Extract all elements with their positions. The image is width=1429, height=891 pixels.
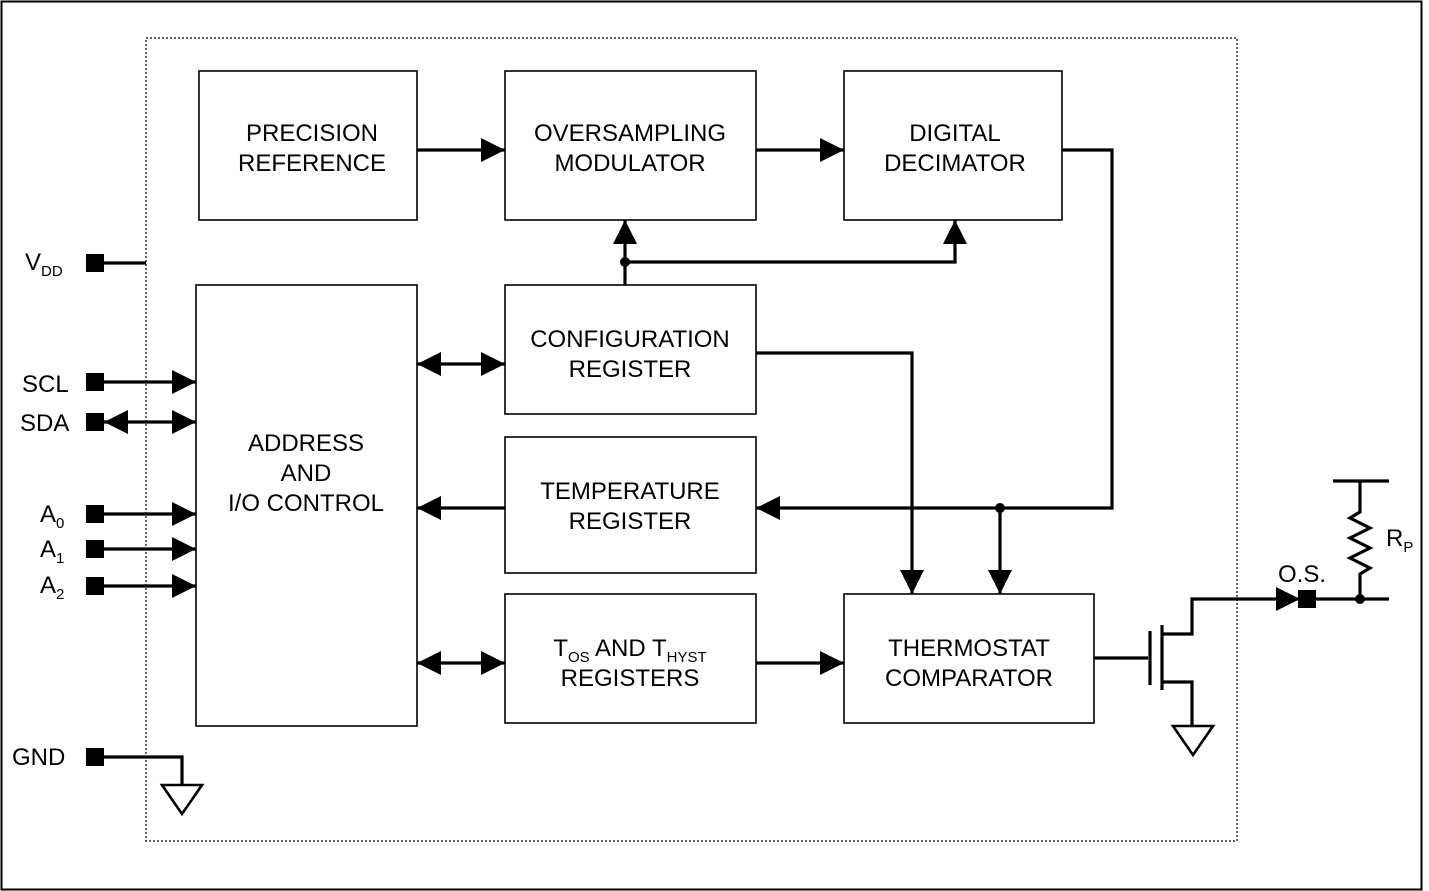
address-io-line3: I/O CONTROL (228, 490, 384, 517)
digital-decimator-block: DIGITAL DECIMATOR (843, 70, 1063, 221)
wire-config-to-decimator (625, 220, 967, 264)
wire-gnd (104, 755, 184, 785)
wire-source (1162, 680, 1194, 726)
pin-sda-label: SDA (20, 410, 69, 437)
tos-sub: OS (568, 649, 590, 666)
chip-boundary (145, 37, 1238, 842)
thyst-sub: HYST (667, 649, 707, 666)
tos-thyst-registers-block: TOS AND THYST REGISTERS (504, 593, 757, 724)
temperature-register-block: TEMPERATURE REGISTER (504, 436, 757, 574)
pin-a1-label: A1 (40, 536, 64, 567)
oversampling-modulator-block: OVERSAMPLING MODULATOR (504, 70, 757, 221)
pin-sda-pad (86, 413, 104, 431)
pin-a1-pad (86, 540, 104, 558)
oversampling-modulator-line1: OVERSAMPLING (534, 120, 726, 147)
pin-a0-pad (86, 505, 104, 523)
pin-os-label: O.S. (1278, 561, 1326, 588)
junction-config-bus (620, 257, 630, 267)
pin-a2-pad (86, 577, 104, 595)
ground-symbol-right-icon (1170, 724, 1216, 758)
precision-reference-block: PRECISION REFERENCE (198, 70, 418, 221)
ground-symbol-left-icon (159, 783, 205, 817)
configuration-register-block: CONFIGURATION REGISTER (504, 284, 757, 415)
tos-and: AND (590, 635, 652, 662)
address-io-line2: AND (281, 460, 332, 487)
wire-drain (1162, 587, 1300, 636)
pin-vdd-pad (86, 254, 104, 272)
pin-scl-pad (86, 373, 104, 391)
wire-decimator-to-temperature (756, 148, 1114, 520)
pin-gnd-label: GND (12, 744, 65, 771)
tos-thyst-line2: REGISTERS (561, 665, 700, 692)
pin-scl-label: SCL (22, 371, 69, 398)
temperature-register-line1: TEMPERATURE (540, 478, 720, 505)
oversampling-modulator-line2: MODULATOR (554, 150, 705, 177)
thermostat-comparator-line1: THERMOSTAT (888, 635, 1050, 662)
resistor-rp-label: RP (1386, 525, 1413, 556)
temperature-register-line2: REGISTER (569, 508, 692, 535)
resistor-rp-icon (1346, 481, 1374, 599)
thermostat-comparator-line2: COMPARATOR (885, 665, 1053, 692)
thyst-t: T (652, 635, 667, 662)
configuration-register-line1: CONFIGURATION (530, 326, 730, 353)
pin-vdd-label: VDD (25, 249, 63, 280)
digital-decimator-line2: DECIMATOR (884, 150, 1026, 177)
wire-config-to-comparator (756, 351, 924, 594)
pin-a0-label: A0 (40, 501, 64, 532)
thermostat-comparator-block: THERMOSTAT COMPARATOR (843, 593, 1095, 724)
precision-reference-line2: REFERENCE (238, 150, 386, 177)
precision-reference-line1: PRECISION (246, 120, 378, 147)
address-io-line1: ADDRESS (248, 430, 364, 457)
tos-thyst-line1: TOS AND THYST (553, 635, 706, 666)
digital-decimator-line1: DIGITAL (909, 120, 1001, 147)
tos-t: T (553, 635, 568, 662)
pin-gnd-pad (86, 748, 104, 766)
pin-a2-label: A2 (40, 572, 64, 603)
pin-os-pad (1298, 590, 1316, 608)
junction-temperature-bus (995, 503, 1005, 513)
address-io-control-block: ADDRESS AND I/O CONTROL (195, 284, 418, 727)
configuration-register-line2: REGISTER (569, 356, 692, 383)
